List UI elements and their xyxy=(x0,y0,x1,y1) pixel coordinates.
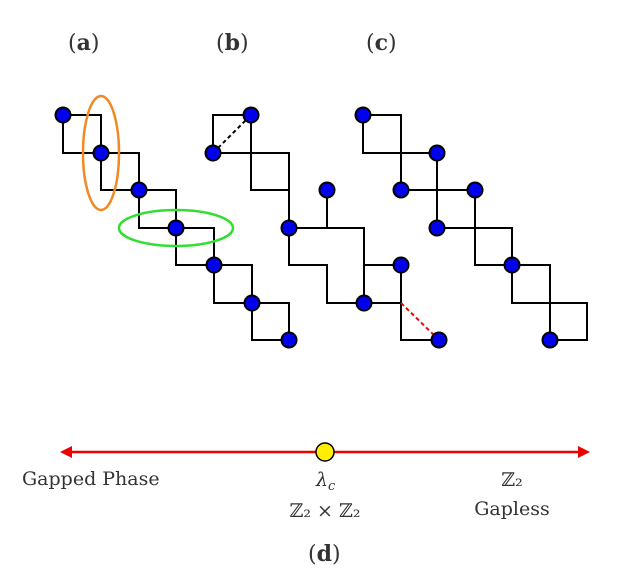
node xyxy=(280,219,298,237)
node xyxy=(167,219,185,237)
node xyxy=(428,219,446,237)
node xyxy=(466,181,484,199)
critical-point xyxy=(315,442,335,462)
gapped-phase-label: Gapped Phase xyxy=(22,468,160,490)
chain-c-path-2 xyxy=(363,114,551,303)
node xyxy=(392,256,410,274)
z2-label: ℤ₂ xyxy=(501,469,523,491)
node xyxy=(354,106,372,124)
nodes-a xyxy=(54,106,298,349)
node xyxy=(428,144,446,162)
node xyxy=(430,331,448,349)
node xyxy=(318,181,336,199)
orange-ellipse xyxy=(81,94,121,212)
phase-line xyxy=(60,442,590,462)
node xyxy=(243,294,261,312)
panel-label-b: (b) xyxy=(216,30,249,56)
nodes-b xyxy=(204,106,448,349)
dashed-bond-red xyxy=(400,302,440,341)
critical-phase-label: ℤ₂ × ℤ₂ xyxy=(290,500,361,522)
node xyxy=(541,331,559,349)
node xyxy=(54,106,72,124)
node xyxy=(130,181,148,199)
node xyxy=(280,331,298,349)
node xyxy=(355,294,373,312)
node xyxy=(205,256,223,274)
gapless-label: Gapless xyxy=(474,498,550,520)
chain-c xyxy=(362,114,588,341)
panel-label-a: (a) xyxy=(68,30,99,56)
node xyxy=(392,181,410,199)
panel-label-d: (d) xyxy=(308,541,341,567)
dashed-bond-b xyxy=(212,114,252,154)
panel-label-c: (c) xyxy=(366,30,397,56)
arrow-right-icon xyxy=(578,446,590,458)
chain-b-path-2 xyxy=(213,152,439,341)
node xyxy=(204,144,222,162)
nodes-c xyxy=(354,106,559,349)
node xyxy=(242,106,260,124)
critical-label: λc xyxy=(315,469,336,494)
arrow-left-icon xyxy=(60,446,72,458)
green-ellipse xyxy=(117,208,235,248)
node xyxy=(92,144,110,162)
node xyxy=(503,256,521,274)
